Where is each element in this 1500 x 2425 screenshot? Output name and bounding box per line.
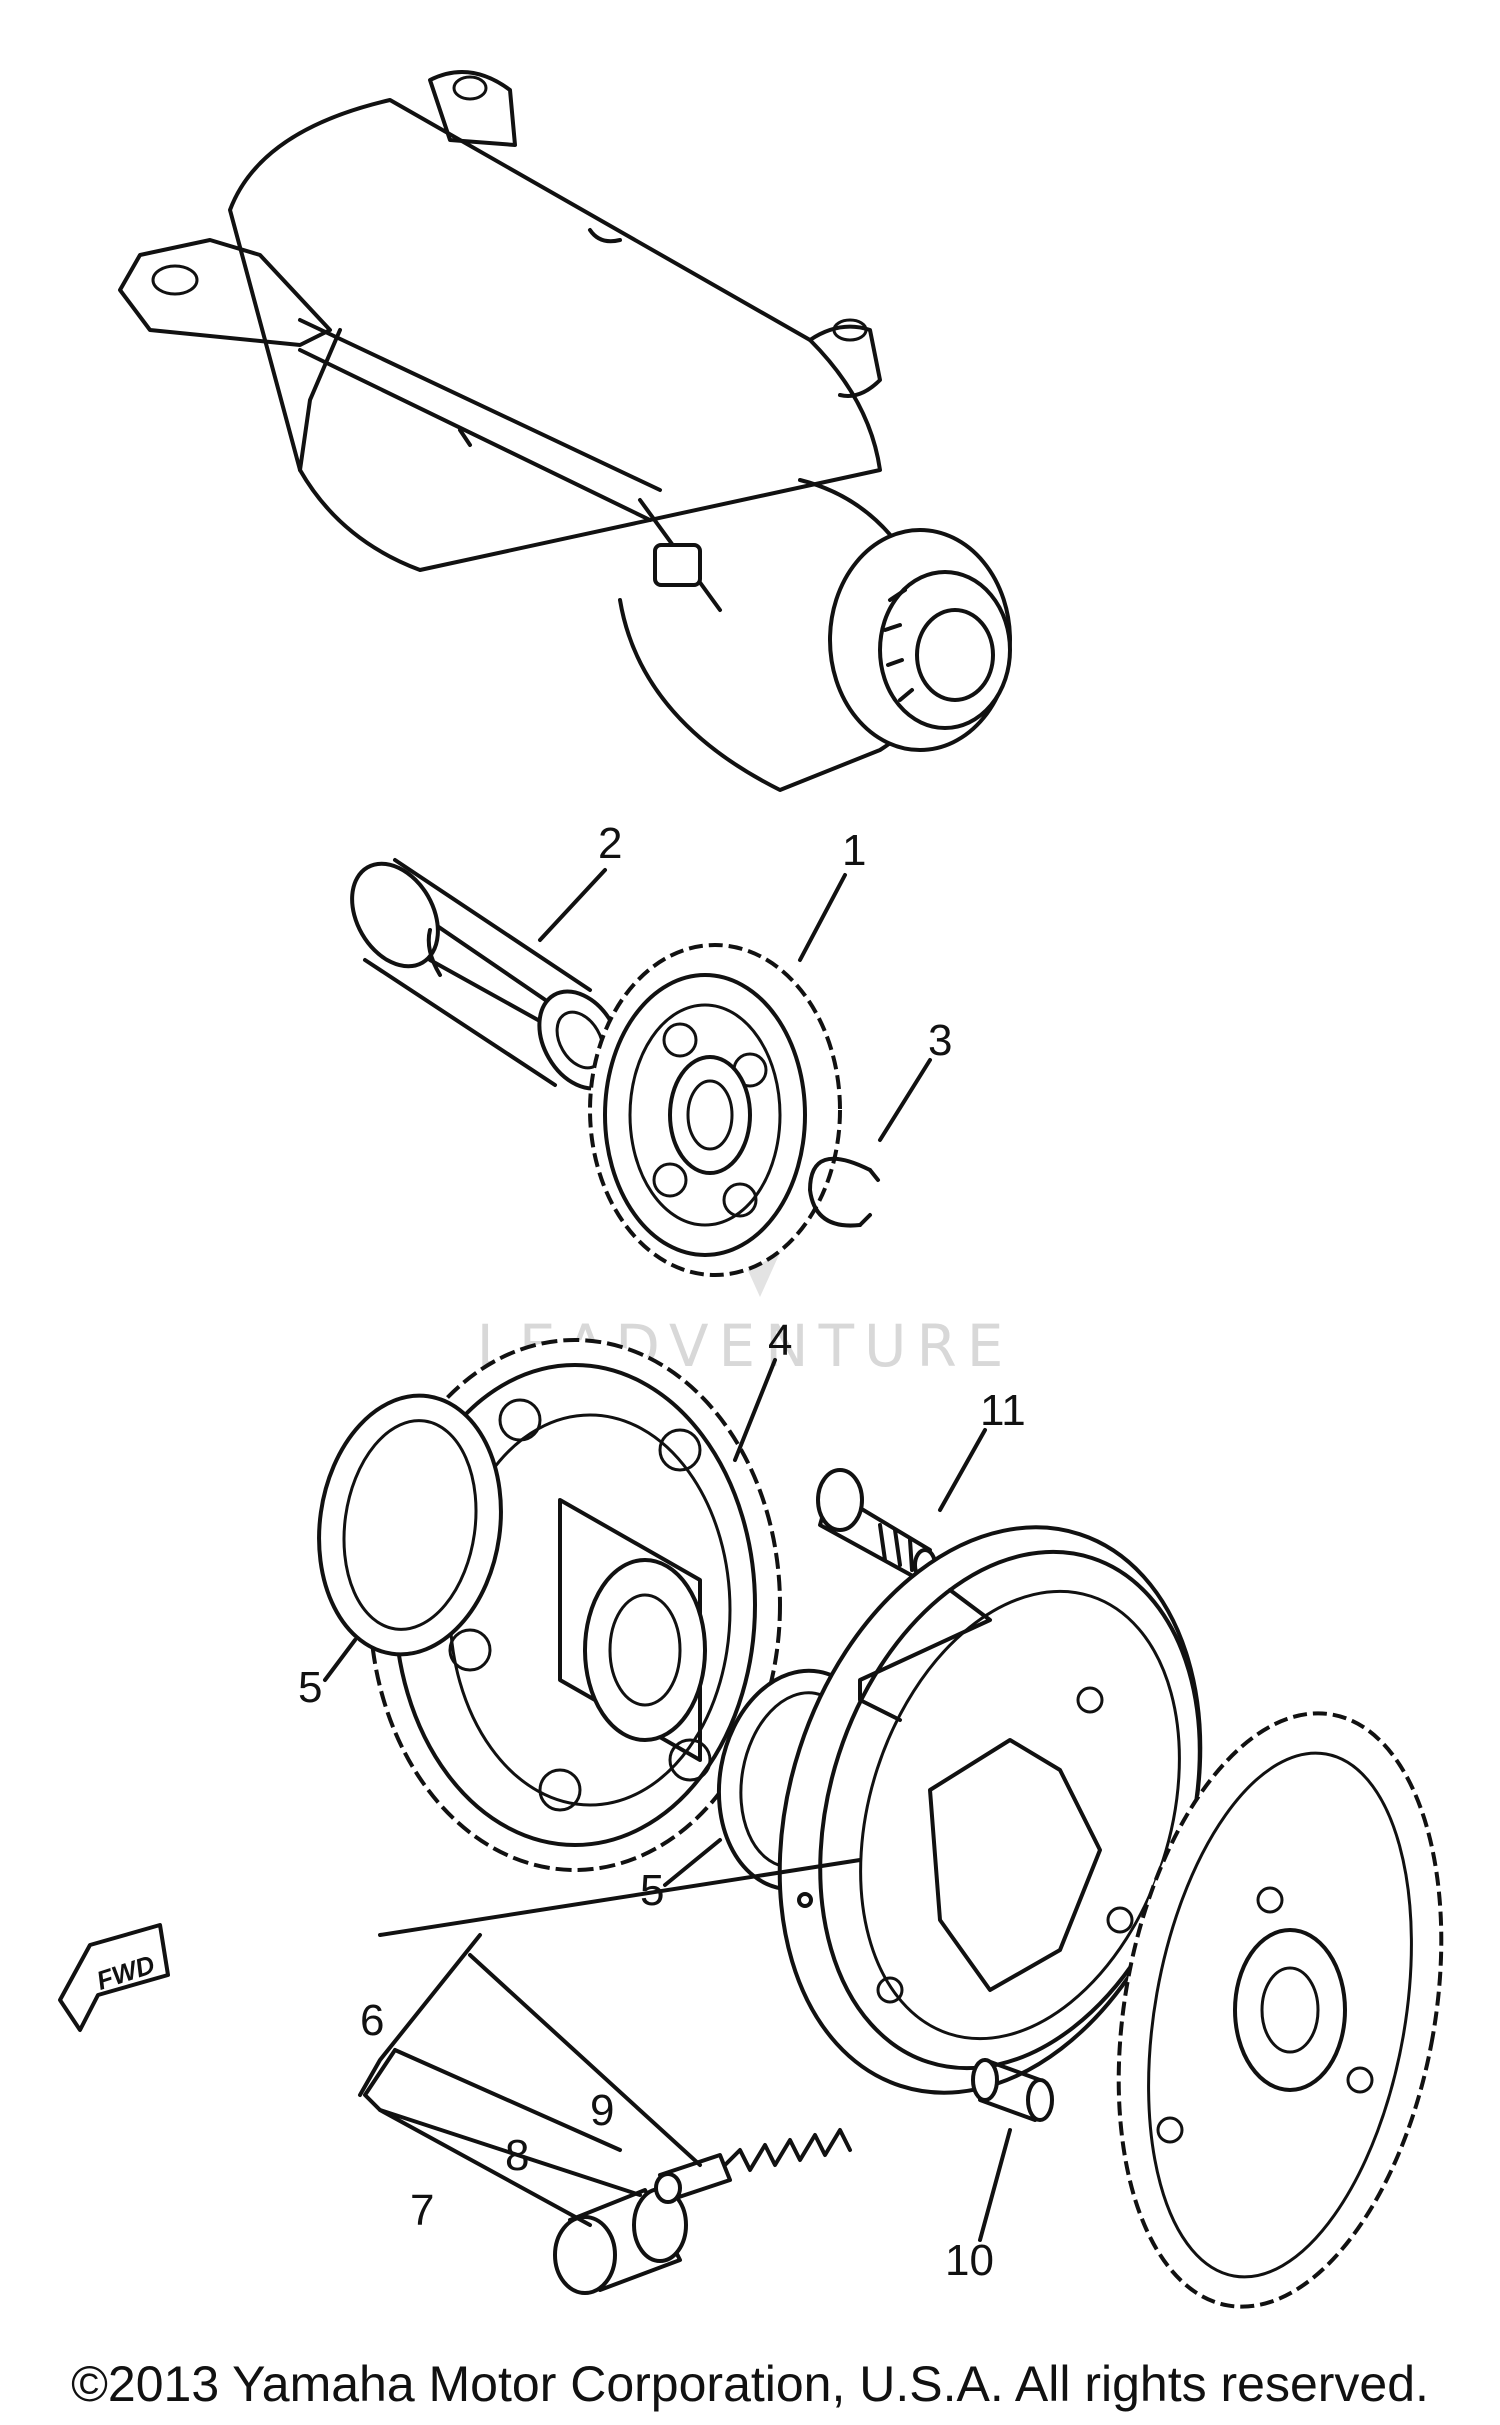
callout-10: 10 — [945, 2236, 994, 2285]
circlip-part-3 — [808, 1156, 880, 1228]
leader-lines — [323, 868, 1012, 2242]
callout-9: 9 — [590, 2086, 614, 2135]
callout-11: 11 — [980, 1386, 1026, 1435]
callout-3: 3 — [928, 1016, 952, 1065]
ring-gear — [1116, 1711, 1444, 2309]
roller-part-7 — [553, 2187, 688, 2295]
callout-1: 1 — [842, 826, 866, 875]
callout-7: 7 — [410, 2186, 434, 2235]
starter-motor — [118, 70, 1012, 792]
callout-4: 4 — [768, 1316, 792, 1365]
shaft-part-2 — [350, 858, 623, 1091]
fwd-arrow-icon: FWD — [58, 1923, 170, 2032]
plunger-part-8 — [654, 2153, 732, 2204]
bolt-part-11 — [816, 1468, 937, 1582]
callout-5-lower: 5 — [640, 1866, 664, 1915]
gear-part-1 — [588, 943, 842, 1277]
copyright-notice: ©2013 Yamaha Motor Corporation, U.S.A. A… — [71, 2356, 1429, 2412]
callout-8: 8 — [505, 2131, 529, 2180]
washer-part-5a — [317, 1393, 503, 1657]
pin-part-10 — [971, 2058, 1054, 2122]
callout-6: 6 — [360, 1996, 384, 2045]
spring-part-9 — [723, 2128, 852, 2172]
callout-5-upper: 5 — [298, 1663, 322, 1712]
callout-2: 2 — [598, 819, 622, 868]
